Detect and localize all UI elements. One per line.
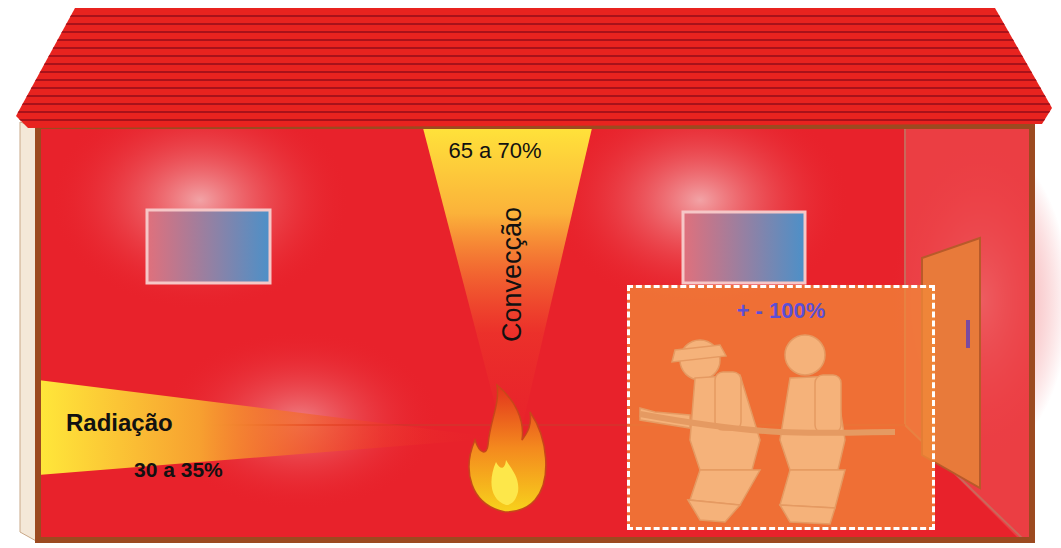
- window: [147, 210, 270, 283]
- boot: [780, 505, 835, 524]
- heat-zone-box: + - 100%: [627, 285, 935, 530]
- radiation-cone: [38, 380, 500, 475]
- percentage-label: + - 100%: [737, 298, 826, 324]
- house-walls: [38, 126, 1032, 540]
- heat-zone-fill: [627, 285, 935, 530]
- hose: [640, 414, 895, 433]
- air-tank: [715, 372, 741, 430]
- helmet: [785, 335, 825, 375]
- boot: [688, 500, 740, 522]
- roof: [16, 8, 1052, 128]
- heat-label: Radiação: [66, 408, 206, 438]
- window: [683, 212, 805, 283]
- heat-label: 65 a 70%: [425, 137, 565, 165]
- vertical-label: Convecção: [496, 175, 529, 375]
- fire: [469, 385, 546, 512]
- fire-core: [491, 460, 518, 505]
- legs: [690, 470, 760, 505]
- door-handle: [966, 320, 970, 348]
- body: [780, 376, 845, 470]
- helmet-brim: [672, 345, 726, 362]
- legs: [780, 470, 845, 508]
- heat-label: 30 a 35%: [134, 456, 274, 483]
- air-tank: [815, 375, 841, 433]
- roof-shingles: [0, 16, 1061, 120]
